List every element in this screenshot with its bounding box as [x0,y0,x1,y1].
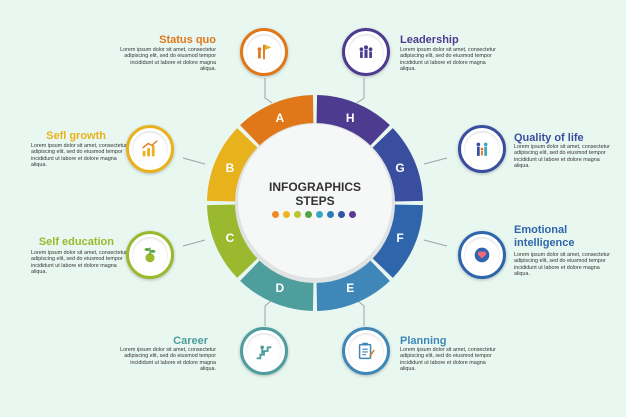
segment-d [240,254,314,311]
color-dot [349,211,356,218]
title-career: Career [173,335,208,347]
segment-letter-d: D [275,281,284,295]
brain-plant-icon [126,231,174,279]
segment-letter-a: A [275,111,284,125]
segment-c [207,204,264,278]
career-ladder-icon [240,327,288,375]
color-dot [283,211,290,218]
segment-f [366,204,423,278]
segment-letter-f: F [396,231,403,245]
segment-letter-g: G [395,161,404,175]
team-icon [342,28,390,76]
family-icon [458,125,506,173]
segment-b [207,128,264,202]
color-dots [272,211,356,218]
center-circle [238,124,392,278]
title-quality-of-life: Quality of life [514,132,584,144]
center-title: INFOGRAPHICS STEPS [236,180,394,208]
flag-person-icon [240,28,288,76]
color-dot [272,211,279,218]
heart-head-icon [458,231,506,279]
title-emotional-intelligence: Emotional intelligence [514,224,575,249]
title-status-quo: Status quo [159,34,216,46]
segment-letter-h: H [346,111,355,125]
title-leadership: Leadership [400,34,459,46]
planning-clipboard-icon [342,327,390,375]
segment-letter-e: E [346,281,354,295]
center-title-line2: STEPS [295,194,335,208]
title-self-education: Self education [38,236,114,248]
segment-g [366,128,423,202]
color-dot [327,211,334,218]
segment-letter-c: C [226,231,235,245]
title-planning: Planning [400,335,447,347]
center-title-line1: INFOGRAPHICS [268,180,361,194]
segment-a [240,95,314,152]
color-dot [316,211,323,218]
segment-e [316,254,390,311]
connector-lines [182,78,448,326]
segment-letter-b: B [226,161,235,175]
title-sefl-growth: Sefl growth [46,130,106,142]
color-dot [305,211,312,218]
growth-chart-icon [126,125,174,173]
segment-h [316,95,390,152]
color-dot [338,211,345,218]
color-dot [294,211,301,218]
